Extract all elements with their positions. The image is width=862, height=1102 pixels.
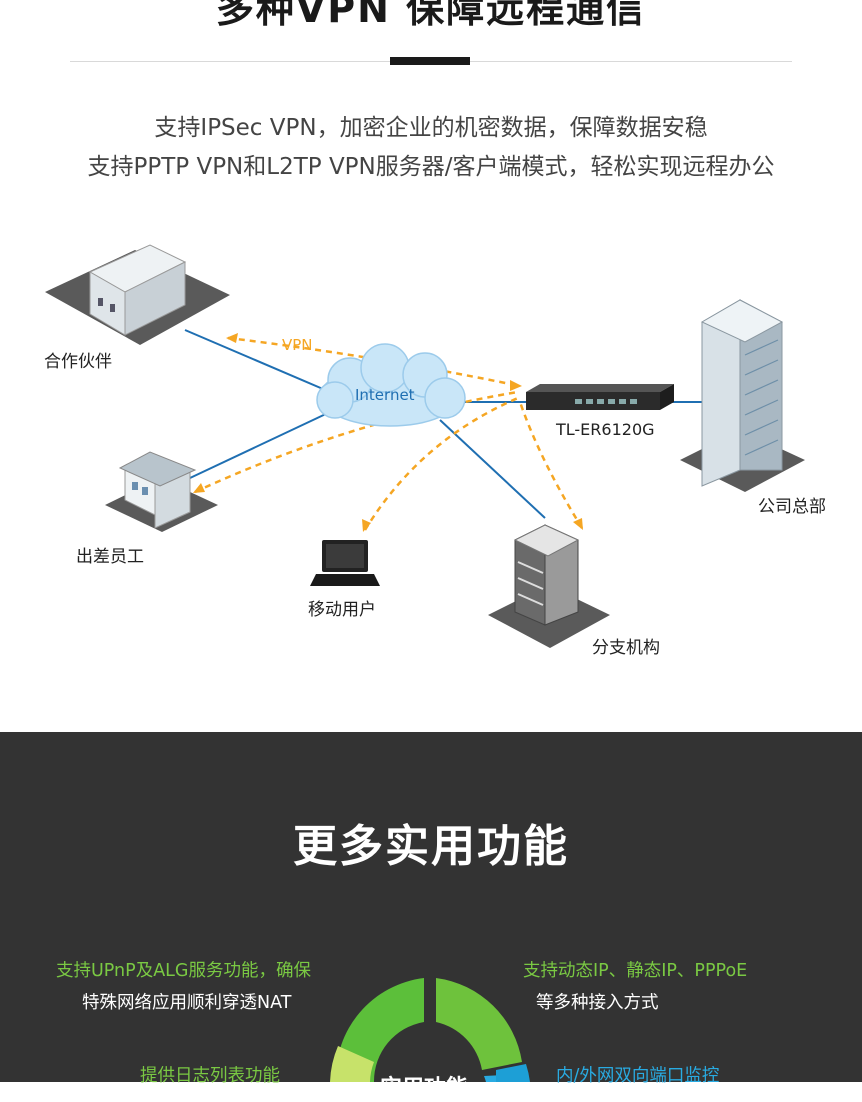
ring-segment-monitor-2 bbox=[496, 1064, 530, 1082]
traveler-label: 出差员工 bbox=[76, 547, 144, 567]
router-label: TL-ER6120G bbox=[556, 420, 655, 439]
ring-center-label: 实用功能 bbox=[380, 1076, 469, 1101]
vpn-label: VPN bbox=[282, 336, 313, 354]
branch-building-icon bbox=[488, 524, 610, 648]
hq-label: 公司总部 bbox=[758, 497, 826, 517]
mobile-label: 移动用户 bbox=[308, 600, 376, 620]
feature-access-line2: 等多种接入方式 bbox=[536, 993, 659, 1013]
link-partner bbox=[184, 329, 331, 393]
vpn-network-diagram bbox=[45, 244, 805, 648]
ring-segment-log bbox=[330, 1046, 374, 1082]
partner-label: 合作伙伴 bbox=[44, 352, 112, 372]
router-device-icon bbox=[526, 384, 674, 410]
partner-building-icon bbox=[45, 244, 230, 345]
feature-upnp-line2: 特殊网络应用顺利穿透NAT bbox=[82, 993, 292, 1013]
feature-upnp-line1: 支持UPnP及ALG服务功能，确保 bbox=[56, 961, 311, 981]
hq-tower-icon bbox=[680, 299, 805, 492]
branch-label: 分支机构 bbox=[592, 638, 660, 658]
features-section: 更多实用功能 支持UPnP及ALG服务功能，确保 特殊网络应用顺利穿透NAT 支… bbox=[0, 732, 862, 1101]
vpn-mobile bbox=[363, 396, 519, 531]
feature-log: 提供日志列表功能 bbox=[140, 1066, 280, 1086]
traveler-house-icon bbox=[105, 451, 218, 532]
link-traveler bbox=[189, 411, 331, 479]
vpn-section: 多种VPN 保障远程通信 支持IPSec VPN，加密企业的机密数据，保障数据安… bbox=[44, 0, 826, 658]
pptp-description: 支持PPTP VPN和L2TP VPN服务器/客户端模式，轻松实现远程办公 bbox=[87, 154, 775, 180]
link-branch bbox=[439, 419, 546, 519]
feature-monitor: 内/外网双向端口监控 bbox=[556, 1066, 720, 1086]
ipsec-description: 支持IPSec VPN，加密企业的机密数据，保障数据安稳 bbox=[154, 115, 708, 141]
mobile-laptop-icon bbox=[310, 540, 380, 586]
feature-access-line1: 支持动态IP、静态IP、PPPoE bbox=[523, 961, 748, 981]
internet-cloud bbox=[316, 343, 466, 427]
features-title: 更多实用功能 bbox=[293, 821, 569, 872]
network-links bbox=[184, 329, 702, 519]
features-ring-chart bbox=[330, 978, 530, 1082]
internet-label: Internet bbox=[355, 386, 415, 404]
vpn-branch bbox=[518, 401, 584, 529]
vpn-traveler bbox=[194, 390, 519, 494]
section-title: 多种VPN 保障远程通信 bbox=[215, 0, 647, 31]
title-divider-accent bbox=[390, 57, 470, 65]
vpn-arrowheads bbox=[193, 333, 583, 532]
ring-segment-access bbox=[436, 978, 522, 1070]
